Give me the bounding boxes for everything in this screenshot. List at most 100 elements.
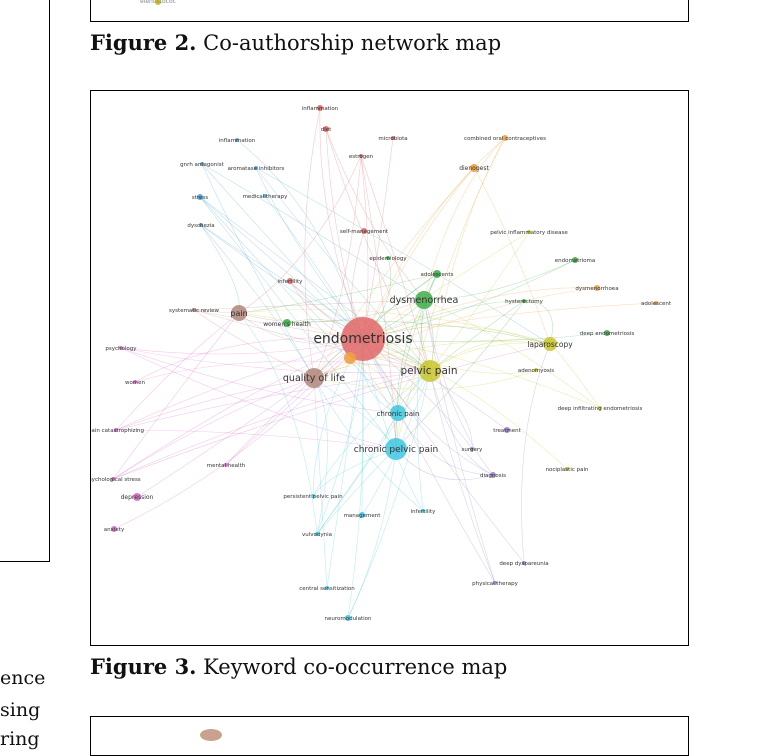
map-node <box>534 368 538 372</box>
map-edge <box>120 338 364 355</box>
map-edge <box>225 377 315 466</box>
map-edge <box>429 342 551 372</box>
map-node-label: systematic review <box>169 308 219 314</box>
map-edge <box>362 338 601 409</box>
map-edge <box>313 167 475 379</box>
map-edge <box>429 370 494 476</box>
map-node <box>502 135 508 141</box>
map-node-label: estrogen <box>349 154 374 160</box>
map-edge <box>347 370 431 619</box>
map-node <box>119 346 123 350</box>
map-node-label: physical therapy <box>472 581 518 587</box>
map-edge <box>423 259 576 301</box>
map-node-label: diet <box>321 127 332 133</box>
map-edge <box>199 196 397 450</box>
map-nodes <box>111 105 658 621</box>
map-edge <box>313 377 328 535</box>
map-edge <box>201 163 425 301</box>
map-node-label: pain catastrophizing <box>91 428 144 434</box>
map-edge <box>473 167 551 345</box>
map-edge <box>316 370 431 535</box>
node-fragment <box>200 729 222 741</box>
map-edge <box>120 347 397 450</box>
map-node-label: women's health <box>263 321 311 328</box>
map-edge <box>312 448 397 497</box>
map-edge <box>193 309 431 372</box>
map-edge <box>238 309 551 345</box>
map-node <box>344 352 356 364</box>
map-edge <box>417 299 425 512</box>
map-edge <box>238 273 438 314</box>
map-edge <box>397 412 494 476</box>
map-node <box>522 561 526 565</box>
node-fragment <box>155 0 161 5</box>
map-node-label: inflammation <box>219 138 256 144</box>
map-edge <box>325 128 364 340</box>
map-edge <box>423 137 506 301</box>
map-edge <box>199 196 399 414</box>
map-node <box>111 526 117 532</box>
map-node-label: persistent pelvic pain <box>283 494 343 500</box>
left-column-text-line: ence <box>0 667 46 689</box>
map-node-label: pelvic pain <box>401 365 458 377</box>
map-node-label: management <box>344 513 382 519</box>
map-node <box>415 291 433 309</box>
map-edge <box>313 377 424 512</box>
map-edge <box>362 231 530 340</box>
map-node <box>654 301 658 305</box>
map-node <box>341 317 385 361</box>
map-node <box>504 427 510 433</box>
map-node <box>361 228 367 234</box>
map-node-label: deep endometriosis <box>580 331 635 337</box>
map-node-label: depression <box>121 494 154 501</box>
figure-2-caption: Figure 2. Co-authorship network map <box>90 30 501 55</box>
map-edge <box>134 360 431 383</box>
map-edge <box>362 338 508 431</box>
map-node <box>386 256 390 260</box>
map-edge <box>395 137 506 450</box>
map-node-label: inflammation <box>302 106 339 112</box>
map-node <box>565 467 569 471</box>
map-edge <box>225 338 364 466</box>
map-node <box>111 477 115 481</box>
map-edge <box>193 309 364 340</box>
map-edge <box>423 299 601 409</box>
map-edges <box>112 107 657 619</box>
map-edge <box>115 338 364 431</box>
map-node <box>263 194 267 198</box>
map-edge <box>325 128 431 372</box>
map-edge <box>238 312 318 535</box>
map-node-label: endometriosis <box>313 331 412 347</box>
figure-3-caption-label: Figure 3. <box>90 654 197 679</box>
map-edge <box>304 107 321 379</box>
map-edge <box>115 429 397 450</box>
map-edge <box>362 338 568 470</box>
map-node-label: deep dyspareunia <box>499 561 548 567</box>
map-node-label: laparoscopy <box>527 340 573 349</box>
map-node-label: hysterectomy <box>505 299 544 305</box>
map-node <box>133 380 137 384</box>
map-edge <box>347 448 397 619</box>
map-node <box>527 230 531 234</box>
map-edge <box>312 370 431 497</box>
map-node <box>224 463 228 467</box>
map-node-label: neuromodulation <box>325 616 373 622</box>
map-node-label: dysmenorrhea <box>390 295 459 306</box>
map-node-label: central sensitization <box>299 586 355 592</box>
map-edge <box>429 370 473 450</box>
map-edge <box>313 155 362 379</box>
map-node-label: pelvic inflammatory disease <box>490 230 568 236</box>
map-edge <box>115 377 315 431</box>
map-node-label: treatment <box>493 428 521 434</box>
map-edge <box>326 338 364 589</box>
map-node-label: nociplastic pain <box>546 467 590 473</box>
map-edge <box>201 163 315 379</box>
map-node-label: diagnosis <box>480 473 506 479</box>
map-edge <box>319 107 364 340</box>
map-edge <box>313 377 328 589</box>
map-node-label: chronic pain <box>377 410 420 418</box>
map-node <box>287 278 293 284</box>
map-edge <box>236 139 364 340</box>
map-edge <box>238 312 431 372</box>
